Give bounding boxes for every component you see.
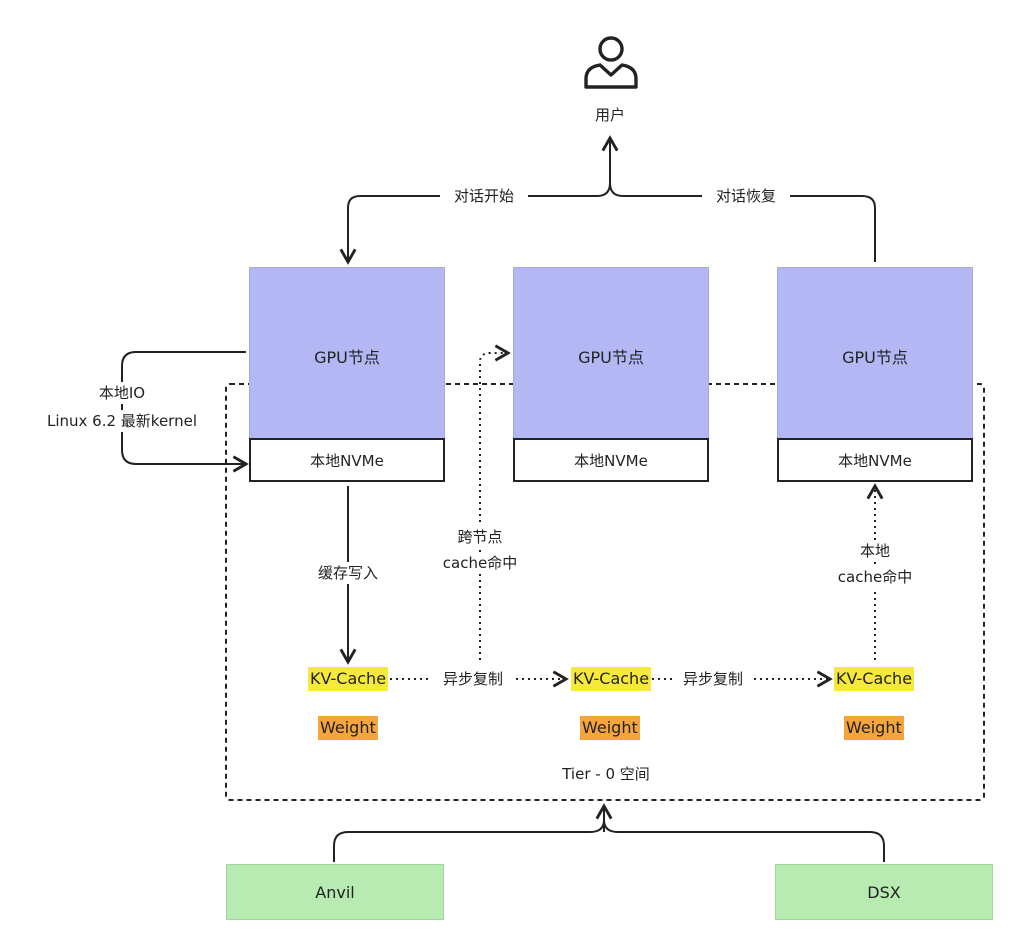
gpu-node-1: GPU节点: [249, 267, 445, 439]
edge-label-cross-hit-1: 跨节点: [446, 526, 514, 548]
gpu-node-1-label: GPU节点: [314, 348, 380, 367]
edge-resume: [609, 182, 876, 262]
edge-label-local-hit-1: 本地: [848, 540, 902, 562]
edge-cross-hit: [479, 344, 511, 660]
edge-label-resume: 对话恢复: [702, 185, 790, 207]
gpu-node-3-label: GPU节点: [842, 348, 908, 367]
edge-dsx: [603, 819, 885, 862]
source-anvil: Anvil: [226, 864, 444, 920]
user-label: 用户: [594, 106, 625, 124]
edge-start: [339, 182, 611, 265]
edge-local-io: [121, 351, 249, 473]
edge-label-async-2: 异步复制: [672, 668, 754, 690]
edge-label-cache-write: 缓存写入: [306, 562, 390, 584]
source-dsx: DSX: [775, 864, 993, 920]
kv-cache-1: KV-Cache: [308, 667, 389, 691]
edge-label-local-hit-2: cache命中: [828, 566, 922, 588]
nvme-1: 本地NVMe: [249, 438, 445, 482]
edge-anvil: [333, 819, 605, 862]
edge-label-local-io-2: Linux 6.2 最新kernel: [36, 410, 208, 432]
weight-3: Weight: [844, 716, 904, 740]
edge-label-async-1: 异步复制: [432, 668, 514, 690]
edge-label-cross-hit-2: cache命中: [436, 552, 524, 574]
nvme-3: 本地NVMe: [777, 438, 973, 482]
edge-label-start: 对话开始: [440, 185, 528, 207]
user-icon: [584, 36, 638, 89]
kv-cache-2: KV-Cache: [571, 667, 652, 691]
weight-2: Weight: [580, 716, 640, 740]
tier-label: Tier - 0 空间: [548, 763, 664, 785]
gpu-node-3: GPU节点: [777, 267, 973, 439]
edge-label-local-io-1: 本地IO: [82, 382, 162, 404]
weight-1: Weight: [318, 716, 378, 740]
nvme-2: 本地NVMe: [513, 438, 709, 482]
gpu-node-2: GPU节点: [513, 267, 709, 439]
gpu-node-2-label: GPU节点: [578, 348, 644, 367]
kv-cache-3: KV-Cache: [834, 667, 915, 691]
